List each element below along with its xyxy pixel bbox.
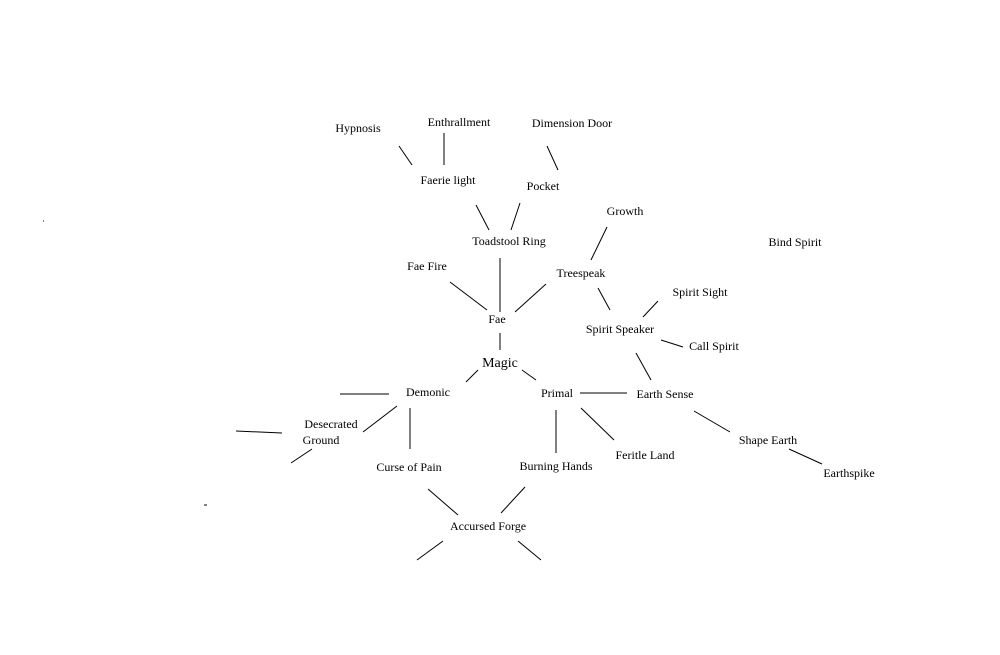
edge-curse-forge (427, 488, 459, 516)
edge-growth-treespeak (590, 226, 608, 261)
edge-forge-stub-right (517, 540, 542, 561)
node-accursed-forge: Accursed Forge (450, 519, 526, 533)
node-call-spirit: Call Spirit (689, 339, 739, 353)
edge-treespeak-fae (514, 283, 547, 313)
node-curse-of-pain: Curse of Pain (376, 460, 441, 474)
node-feritle-land: Feritle Land (616, 448, 675, 462)
node-labels: Hypnosis Enthrallment Dimension Door Fae… (303, 115, 875, 533)
edge-pocket-toadstool (510, 202, 521, 231)
edge-spirit-sight-speaker (642, 300, 659, 318)
node-fae: Fae (488, 312, 505, 326)
edge-desecrated-stub-left (235, 430, 283, 434)
edge-hypnosis-faerie-light (398, 145, 413, 166)
node-pocket: Pocket (527, 179, 560, 193)
edge-desecrated-stub-down (290, 448, 313, 464)
node-enthrallment: Enthrallment (428, 115, 491, 129)
node-treespeak: Treespeak (557, 266, 606, 280)
node-bind-spirit: Bind Spirit (768, 235, 822, 249)
connector-lines (43, 133, 823, 561)
node-earthspike: Earthspike (823, 466, 874, 480)
node-desecrated-ground-2: Ground (303, 433, 340, 447)
edge-dimension-door-pocket (546, 145, 559, 171)
edge-earth-sense-shape-earth (693, 410, 731, 433)
node-burning-hands: Burning Hands (520, 459, 593, 473)
edge-forge-stub-left (416, 540, 444, 561)
edge-shape-earth-earthspike (788, 448, 823, 465)
edge-speaker-earth-sense (635, 352, 652, 381)
node-primal: Primal (541, 386, 574, 400)
node-hypnosis: Hypnosis (335, 121, 381, 135)
node-faerie-light: Faerie light (421, 173, 477, 187)
node-growth: Growth (607, 204, 644, 218)
edge-burning-forge (500, 486, 526, 514)
edge-primal-feritle-land (580, 407, 615, 441)
edge-magic-primal (521, 369, 537, 381)
node-fae-fire: Fae Fire (407, 259, 447, 273)
node-spirit-speaker: Spirit Speaker (586, 322, 654, 336)
node-spirit-sight: Spirit Sight (672, 285, 728, 299)
node-toadstool-ring: Toadstool Ring (472, 234, 546, 248)
node-desecrated-ground-1: Desecrated (304, 417, 357, 431)
edge-magic-demonic (465, 369, 479, 383)
node-earth-sense: Earth Sense (637, 387, 694, 401)
edge-fae-fire-fae (449, 281, 488, 311)
node-dimension-door: Dimension Door (532, 116, 612, 130)
node-shape-earth: Shape Earth (739, 433, 797, 447)
node-demonic: Demonic (406, 385, 450, 399)
edge-demonic-desecrated (362, 405, 398, 433)
edge-faerie-light-toadstool (475, 204, 490, 231)
edge-treespeak-spirit-speaker (597, 287, 611, 311)
node-magic: Magic (482, 356, 518, 371)
edge-speaker-call-spirit (660, 339, 684, 348)
